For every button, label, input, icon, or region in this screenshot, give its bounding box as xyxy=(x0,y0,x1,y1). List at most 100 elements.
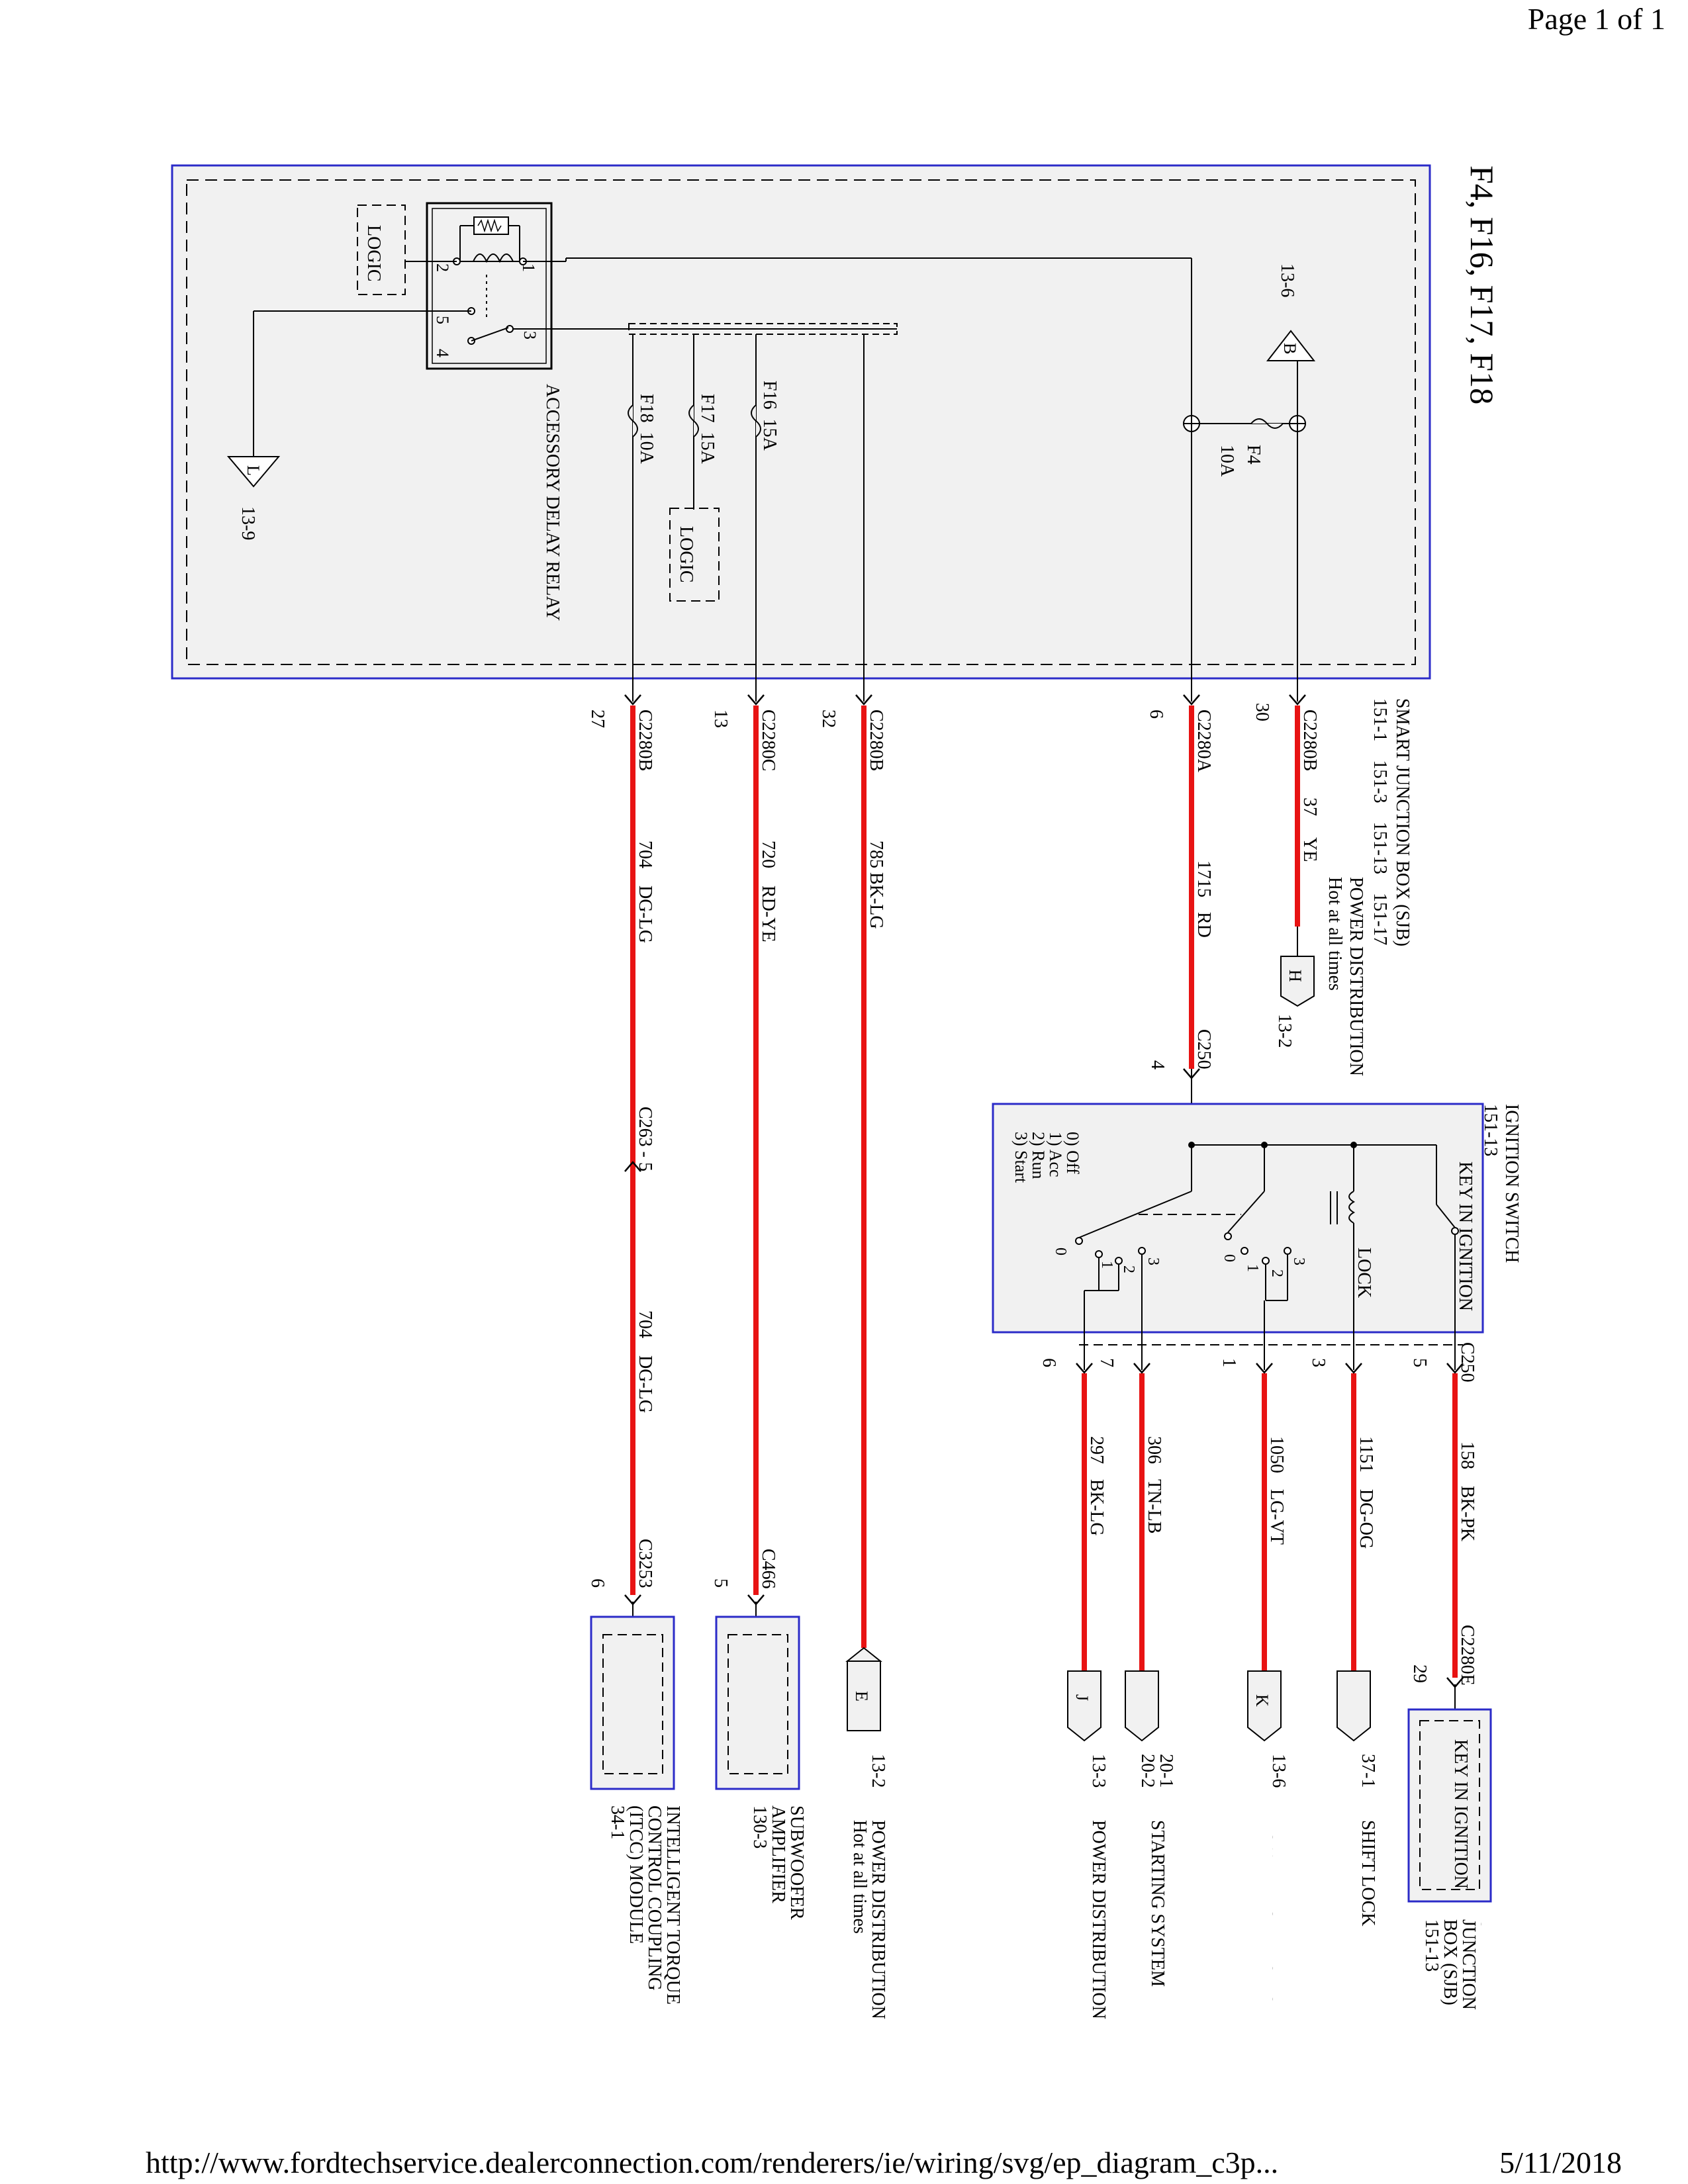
triangle-l: L xyxy=(244,465,263,476)
o2-color: DG-OG xyxy=(1356,1489,1376,1549)
power-top-ref: 13-2 xyxy=(1274,1014,1295,1048)
ign-pos-3: 3) Start xyxy=(1011,1132,1031,1183)
dest-sjb-l4: 151-13 xyxy=(1421,1919,1442,1972)
w5-circuit2: 704 xyxy=(635,1310,655,1338)
page-footer: http://www.fordtechservice.dealerconnect… xyxy=(146,2140,1622,2180)
logic-mid-label: LOGIC xyxy=(676,526,696,583)
o1-end-conn: C2280E xyxy=(1457,1625,1477,1686)
dest-k-ref: 13-6 xyxy=(1268,1754,1289,1788)
o4-color: TN-LB xyxy=(1144,1479,1164,1533)
o1-pin: 5 xyxy=(1409,1358,1430,1367)
fuse-f4-label: F4 xyxy=(1243,445,1264,465)
power-top-desc: Hot at all times xyxy=(1325,877,1345,991)
fuse-f4-amp: 10A xyxy=(1217,445,1237,477)
relay-label: ACCESSORY DELAY RELAY xyxy=(542,384,563,621)
ign-pos-1: 1) Acc xyxy=(1046,1132,1065,1177)
ign-contact-1a: 1 xyxy=(1244,1264,1261,1272)
dest-sjb-box-label: KEY IN IGNITION xyxy=(1450,1739,1471,1889)
ign-pos-2: 2) Run xyxy=(1029,1132,1048,1179)
o4-pin: 7 xyxy=(1096,1358,1117,1367)
dest-e-ref: 13-2 xyxy=(868,1754,888,1788)
o2-pin: 3 xyxy=(1308,1358,1329,1367)
w2-color: RD xyxy=(1194,912,1214,938)
o5-color: BK-LG xyxy=(1086,1479,1107,1536)
sub-l2: AMPLIFIER xyxy=(768,1805,788,1903)
w5-pin: 27 xyxy=(587,709,608,728)
fuse-f17-label: F17 15A xyxy=(697,394,718,465)
w5-mid-conn: C263 - 5 xyxy=(635,1107,655,1171)
o1-end-pin: 29 xyxy=(1409,1664,1430,1683)
o5-pin: 6 xyxy=(1039,1358,1059,1367)
ignition-name: IGNITION SWITCH xyxy=(1501,1104,1522,1263)
w4-end-pin: 5 xyxy=(710,1578,731,1588)
w3-conn: C2280B xyxy=(866,709,886,771)
w4-conn: C2280C xyxy=(758,709,778,771)
page-number: Page 1 of 1 xyxy=(1527,2,1665,36)
sjb-outline xyxy=(171,164,1431,680)
triangle-l-ref: 13-9 xyxy=(238,506,258,540)
sjb-dashed-frame xyxy=(186,179,1416,665)
ign-contact-2a: 2 xyxy=(1268,1269,1286,1277)
dest-shift-label: SHIFT LOCK xyxy=(1358,1820,1378,1927)
o1-conn: C250 xyxy=(1457,1342,1477,1383)
itcc-l4: 34-1 xyxy=(607,1805,628,1839)
o1-color: BK-PK xyxy=(1457,1486,1477,1541)
w4-circuit: 720 xyxy=(758,841,778,868)
ign-contact-0a: 0 xyxy=(1221,1254,1238,1262)
w3-circuit: 785 xyxy=(866,841,886,868)
print-date: 5/11/2018 xyxy=(1499,2146,1622,2179)
sub-l3: 130-3 xyxy=(749,1805,770,1848)
source-url[interactable]: http://www.fordtechservice.dealerconnect… xyxy=(146,2146,1279,2179)
ign-lock-label: LOCK xyxy=(1354,1248,1374,1298)
ign-contact-2b: 2 xyxy=(1120,1265,1137,1273)
fuse-f16-label: F16 15A xyxy=(759,381,780,451)
relay-pin-3: 3 xyxy=(520,331,539,340)
ignition-switch xyxy=(992,1103,1484,1334)
dest-sjb-l2: JUNCTION xyxy=(1458,1919,1479,2010)
dest-sjb-l3: BOX (SJB) xyxy=(1440,1919,1460,2005)
dest-j-ref: 13-3 xyxy=(1088,1754,1109,1788)
w2-circuit: 1715 xyxy=(1194,860,1214,897)
ign-key-label: KEY IN IGNITION xyxy=(1455,1161,1476,1311)
w3-pin: 32 xyxy=(818,709,839,728)
dest-k-tri: K xyxy=(1252,1694,1272,1707)
relay-pin-4: 4 xyxy=(433,349,452,357)
w1-color: YE xyxy=(1299,837,1320,862)
w2-end-pin: 4 xyxy=(1147,1060,1168,1069)
w2-pin: 6 xyxy=(1146,709,1166,719)
o5-circuit: 297 xyxy=(1086,1436,1107,1464)
logic-module-mid xyxy=(669,508,720,602)
w1-conn: C2280B xyxy=(1299,709,1320,771)
power-top-tri: H xyxy=(1286,970,1305,982)
bus-bar xyxy=(628,323,898,335)
w5-color2: DG-LG xyxy=(635,1355,655,1413)
relay-pin-5: 5 xyxy=(433,316,452,324)
itcc-module xyxy=(590,1615,675,1790)
o3-color: LG-VT xyxy=(1266,1489,1287,1545)
w1-pin: 30 xyxy=(1252,703,1272,721)
itcc-l3: (ITCC) MODULE xyxy=(626,1805,646,1944)
ign-contact-0b: 0 xyxy=(1052,1248,1069,1255)
itcc-l1: INTELLIGENT TORQUE xyxy=(663,1805,683,2005)
power-top-connector xyxy=(1280,956,1315,1007)
w4-pin: 13 xyxy=(710,709,731,728)
dest-sjb-l1: SMART xyxy=(1477,1919,1497,1982)
triangle-b-ref: 13-6 xyxy=(1277,263,1297,297)
dest-e-desc: Hot at all times xyxy=(849,1820,870,1934)
dest-j-tri: J xyxy=(1072,1694,1092,1701)
w5-circuit: 704 xyxy=(635,841,655,868)
dest-k-connector xyxy=(1247,1670,1282,1742)
triangle-b xyxy=(1266,330,1316,361)
subwoofer-amplifier xyxy=(715,1615,800,1790)
sjb-pages-label: 151-1 151-3 151-13 151-17 xyxy=(1370,698,1390,945)
relay-pin-1: 1 xyxy=(519,263,538,272)
w5-color: DG-LG xyxy=(635,886,655,943)
diagram-title: F4, F16, F17, F18 xyxy=(1464,165,1501,404)
logic-top-label: LOGIC xyxy=(363,225,384,282)
dest-shift-ref: 37-1 xyxy=(1358,1754,1378,1788)
triangle-b-label: B xyxy=(1280,343,1299,354)
o3-pin: 1 xyxy=(1219,1358,1239,1367)
dest-start-ref2: 20-2 xyxy=(1137,1754,1158,1788)
dest-j-connector xyxy=(1067,1670,1102,1742)
